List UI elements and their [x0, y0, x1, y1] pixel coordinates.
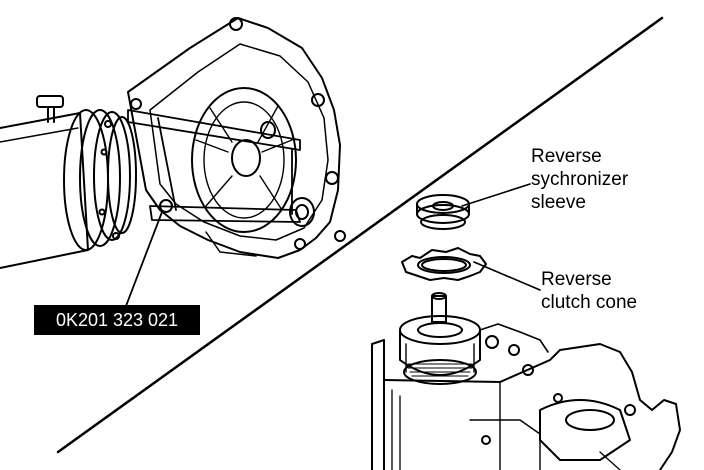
reverse-synchronizer-sleeve-label: Reverse sychronizer sleeve: [531, 145, 628, 214]
synchronizer-sleeve-drawing: [416, 194, 470, 230]
gear-cluster-drawing: [399, 292, 549, 385]
reverse-parts-illustration: [371, 183, 681, 470]
tool-leader-line: [125, 211, 163, 307]
puller-illustration: [0, 17, 346, 307]
cone-label-line-1: Reverse: [541, 269, 612, 290]
panel-divider-line: [56, 16, 664, 454]
sleeve-leader-line: [461, 183, 531, 207]
clutch-cone-drawing: [401, 247, 487, 281]
sleeve-label-line-3: sleeve: [531, 192, 586, 213]
tool-number-badge: 0K201 323 021: [34, 305, 200, 335]
cone-label-line-2: clutch cone: [541, 292, 638, 313]
sleeve-label-line-2: sychronizer: [531, 169, 629, 190]
sleeve-label-line-1: Reverse: [531, 146, 602, 167]
cone-leader-line: [473, 261, 541, 291]
reverse-clutch-cone-label: Reverse clutch cone: [541, 268, 637, 314]
transmission-housing-drawing: [371, 339, 681, 470]
